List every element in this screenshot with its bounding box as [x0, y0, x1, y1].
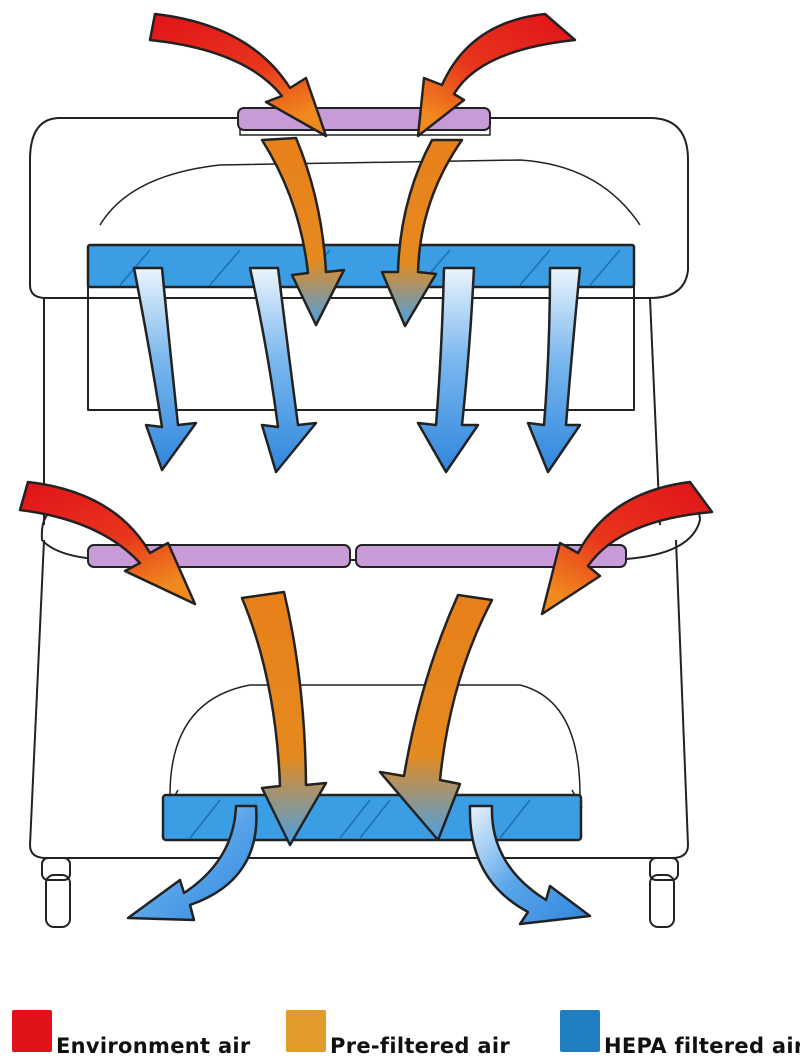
airflow-diagram [18, 12, 714, 928]
legend: Environment air Pre-filtered air HEPA fi… [0, 1000, 800, 1058]
pre-arrow-lower-left [240, 590, 328, 847]
hepa-arrow-4 [526, 266, 582, 474]
legend-label-environment-air: Environment air [56, 1034, 251, 1058]
legend-label-pre-filtered-air: Pre-filtered air [330, 1034, 510, 1058]
environment-air-arrows [18, 12, 714, 616]
legend-swatch-hepa-filtered-air [560, 1010, 600, 1052]
hepa-arrow-3 [416, 266, 480, 474]
hepa-arrow-6 [468, 804, 592, 926]
legend-swatch-pre-filtered-air [286, 1010, 326, 1052]
env-arrow-top-left [148, 12, 328, 138]
lower-hepa-filter-hatching [189, 799, 531, 839]
pre-filtered-air-arrows [240, 136, 494, 847]
env-arrow-top-right [416, 12, 577, 138]
env-arrow-mid-left [18, 480, 197, 606]
top-pre-filter [237, 107, 491, 131]
pre-arrow-upper-left [260, 136, 346, 327]
pre-arrow-upper-right [380, 138, 464, 328]
hepa-arrow-1 [132, 266, 198, 472]
hepa-arrow-5 [126, 804, 258, 922]
env-arrow-mid-right [540, 480, 714, 616]
pre-arrow-lower-right [378, 593, 494, 842]
legend-swatch-environment-air [12, 1010, 52, 1052]
lower-hepa-filter [161, 793, 583, 842]
hepa-filtered-air-arrows [126, 266, 592, 926]
cabinet-outline [29, 117, 701, 928]
upper-hepa-filter [86, 243, 636, 289]
legend-label-hepa-filtered-air: HEPA filtered air [604, 1034, 800, 1058]
hepa-arrow-2 [248, 266, 318, 474]
